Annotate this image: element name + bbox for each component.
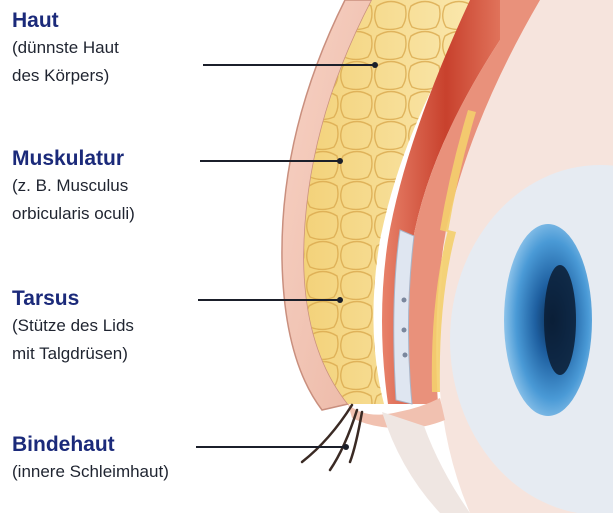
label-haut: Haut (dünnste Haut des Körpers): [12, 8, 119, 90]
label-bindehaut: Bindehaut (innere Schleimhaut): [12, 432, 169, 486]
label-desc-line: (dünnste Haut: [12, 34, 119, 62]
label-desc-line: orbicularis oculi): [12, 200, 135, 228]
label-desc-line: (z. B. Musculus: [12, 172, 135, 200]
label-title: Haut: [12, 8, 119, 34]
label-muskulatur: Muskulatur (z. B. Musculus orbicularis o…: [12, 146, 135, 228]
meibomian-gland: [402, 298, 407, 303]
label-tarsus: Tarsus (Stütze des Lids mit Talgdrüsen): [12, 286, 134, 368]
leader-line-muskulatur: [200, 160, 340, 162]
label-desc-line: des Körpers): [12, 62, 119, 90]
leader-line-bindehaut: [196, 446, 346, 448]
label-title: Tarsus: [12, 286, 134, 312]
label-desc-line: (innere Schleimhaut): [12, 458, 169, 486]
label-desc-line: (Stütze des Lids: [12, 312, 134, 340]
meibomian-gland: [403, 353, 408, 358]
pupil: [544, 265, 576, 375]
leader-line-haut: [203, 64, 375, 66]
label-title: Muskulatur: [12, 146, 135, 172]
label-desc-line: mit Talgdrüsen): [12, 340, 134, 368]
meibomian-gland: [402, 328, 407, 333]
leader-line-tarsus: [198, 299, 340, 301]
label-title: Bindehaut: [12, 432, 169, 458]
